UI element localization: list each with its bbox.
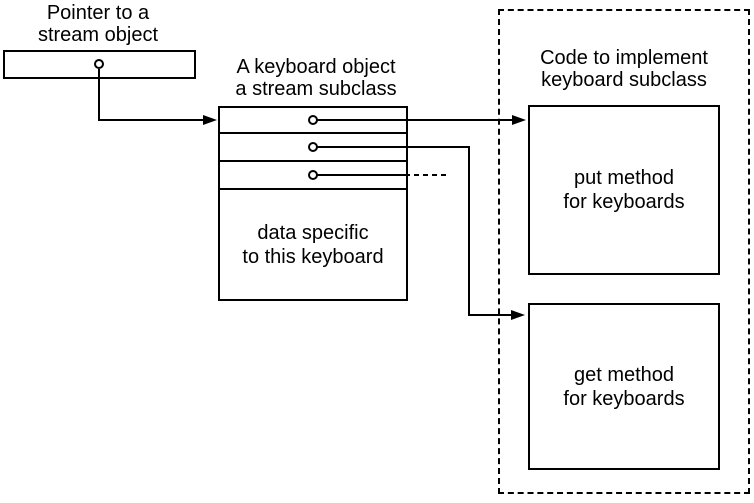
pointer-box — [3, 50, 196, 79]
get-method-label: get method for keyboards — [563, 363, 685, 410]
get-method-box: get method for keyboards — [528, 303, 720, 470]
put-method-label: put method for keyboards — [563, 167, 685, 213]
pointer-label: Pointer to a stream object — [37, 2, 159, 46]
keyboard-data-label: data specific to this keyboard — [242, 221, 384, 268]
keyboard-data-section: data specific to this keyboard — [220, 191, 406, 298]
arrowhead-icon-keyboard — [203, 115, 217, 125]
put-method-box: put method for keyboards — [528, 105, 720, 275]
code-region-label: Code to implement keyboard subclass — [540, 47, 708, 91]
keyboard-object-label: A keyboard object a stream subclass — [235, 56, 397, 100]
